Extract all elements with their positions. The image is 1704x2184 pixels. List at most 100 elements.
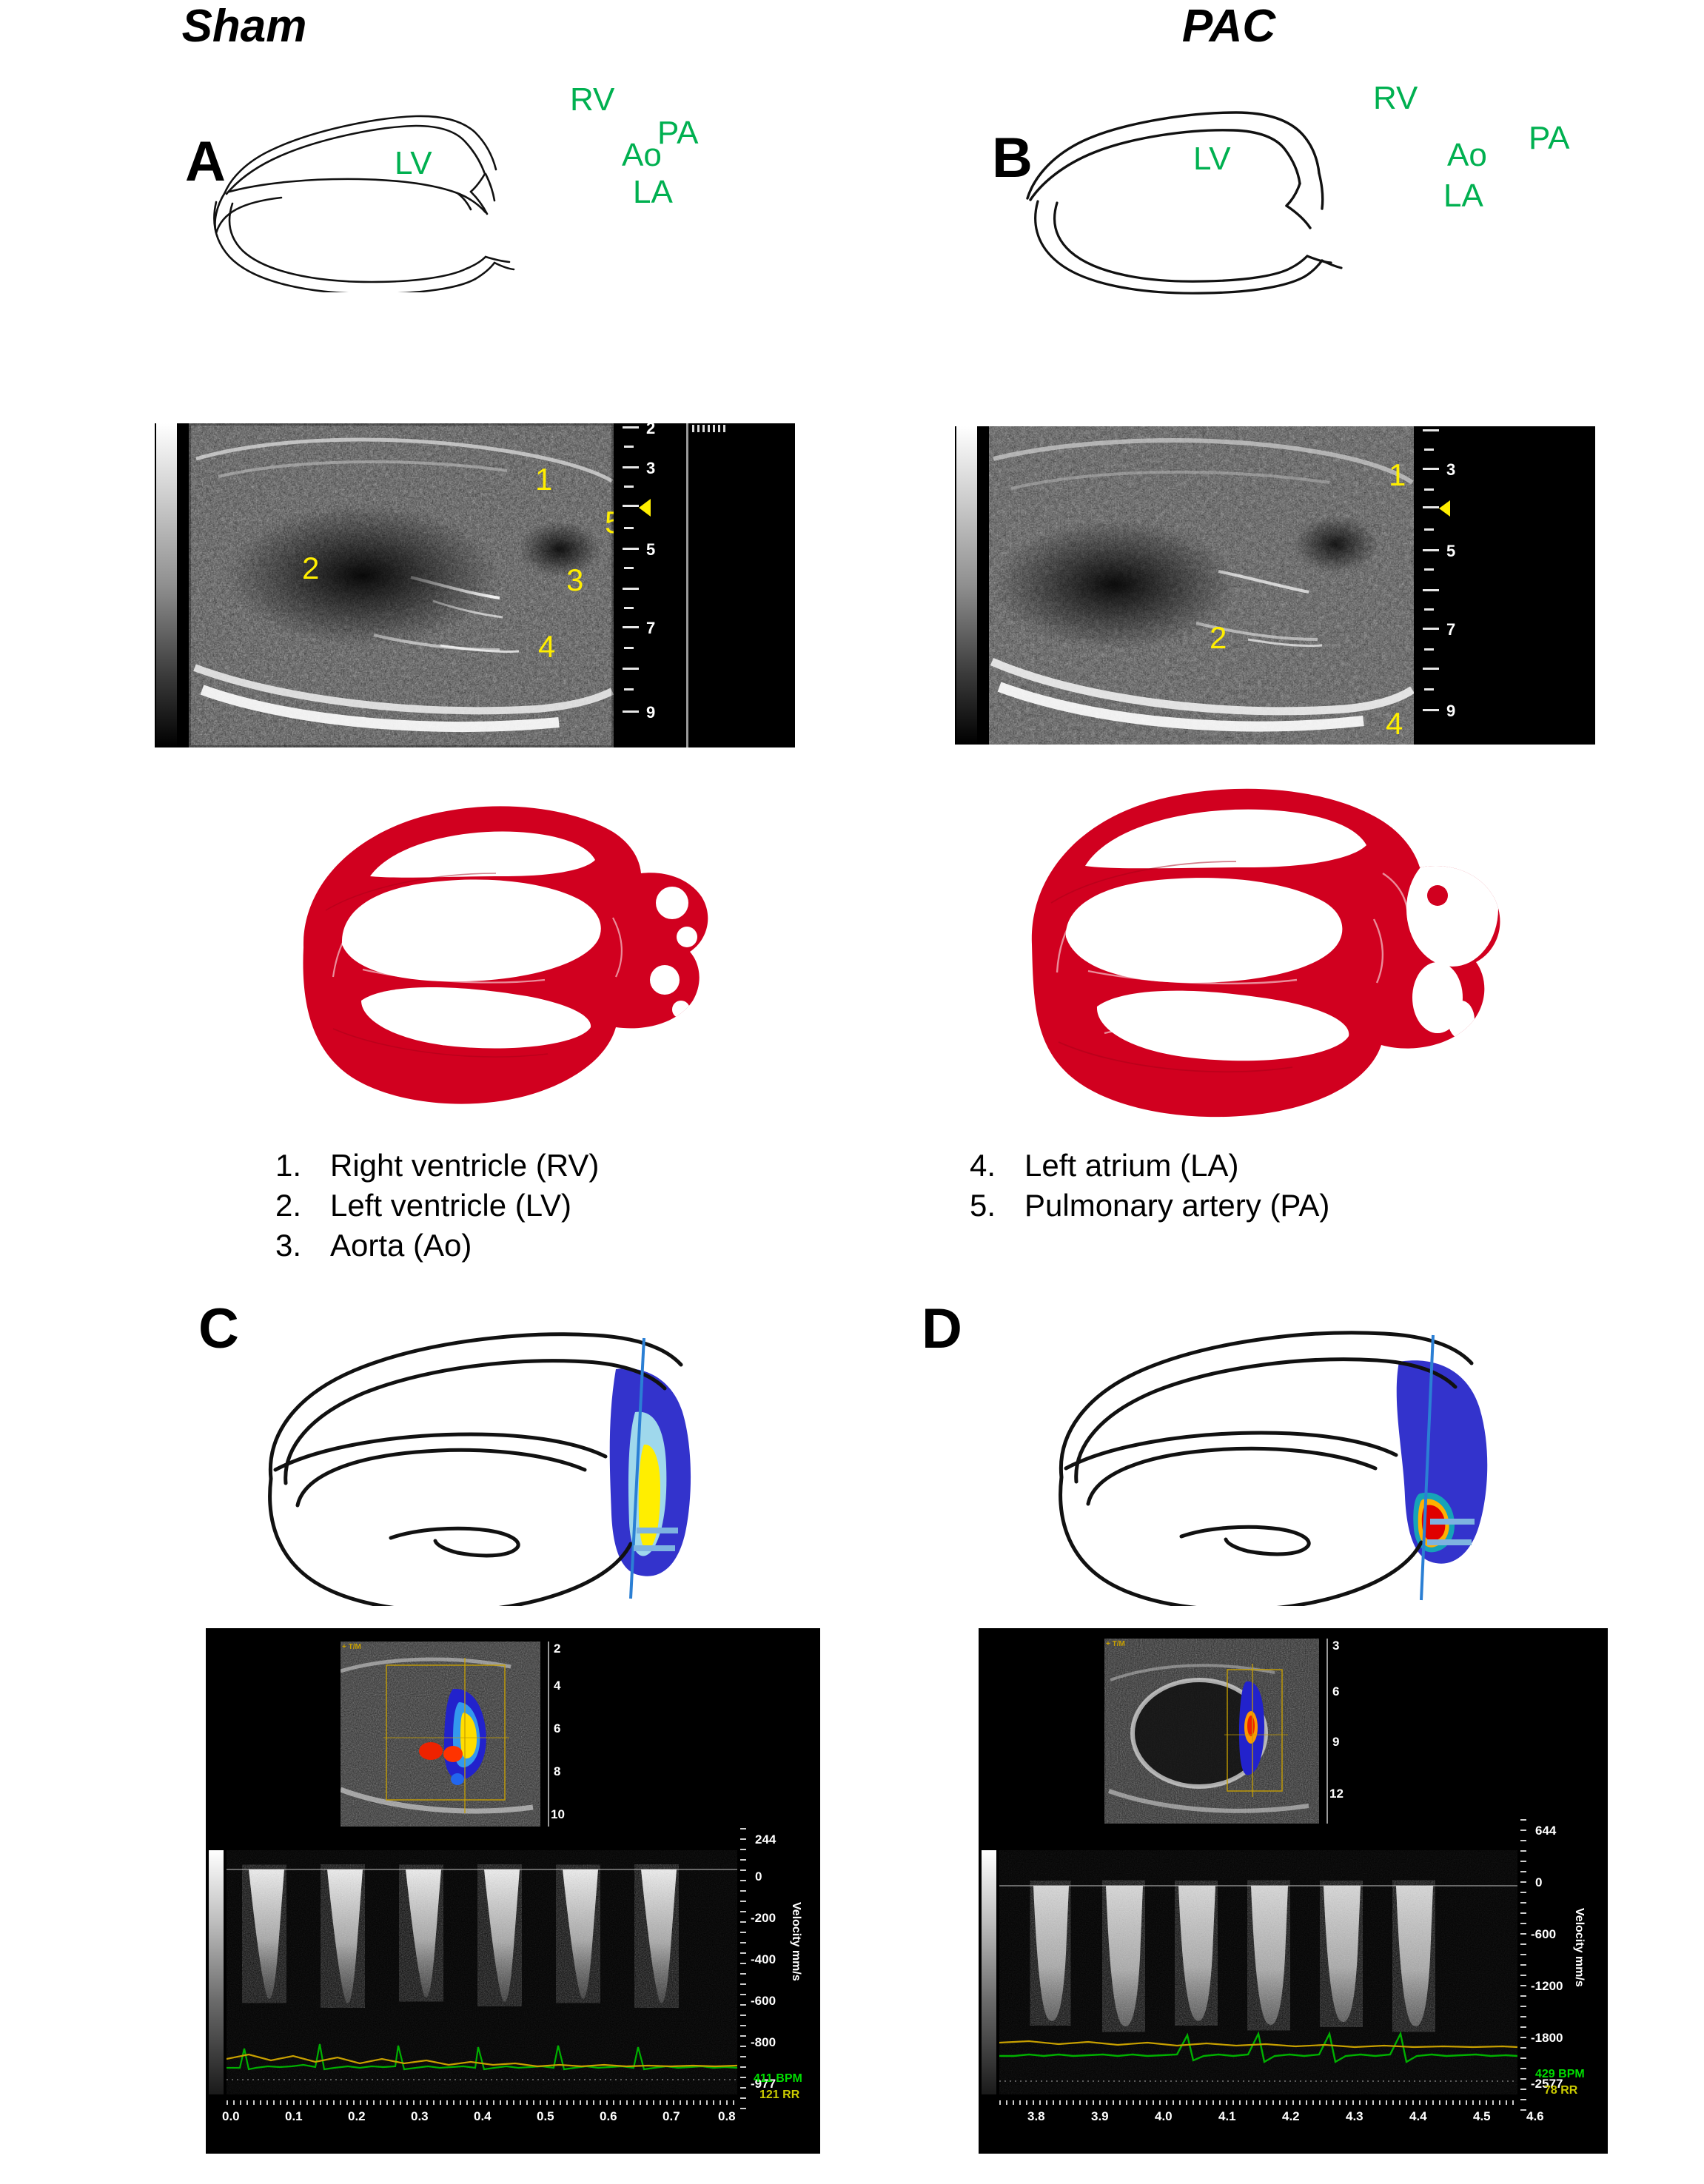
grayscale-bar: [956, 426, 977, 745]
ruler-line: [686, 423, 688, 747]
depth-tick-7: 7: [1446, 620, 1456, 639]
legend-text-5: Pulmonary artery (PA): [1024, 1187, 1330, 1223]
panel-letter-a: A: [185, 130, 226, 193]
us-annotation-2: 2: [1210, 620, 1227, 655]
us-annotation-4: 4: [538, 629, 556, 664]
velocity-tick-400: -400: [751, 1952, 776, 1966]
time-tickmarks: [227, 2100, 737, 2105]
legend-item-2: 2. Left ventricle (LV): [275, 1186, 599, 1226]
us-annotation-1: 1: [535, 462, 553, 497]
legend-left-column: 1. Right ventricle (RV) 2. Left ventricl…: [275, 1146, 599, 1265]
ruler-hatch: [692, 425, 728, 432]
legend-num-4: 4.: [970, 1148, 996, 1183]
panel-letter-c: C: [198, 1297, 239, 1360]
velocity-tickmarks: [1520, 1819, 1526, 2115]
anat-label-b-pa: PA: [1529, 120, 1570, 156]
bmode-sector: [189, 423, 614, 747]
anat-label-a-rv: RV: [570, 81, 615, 118]
depth-tick-3: 3: [1446, 460, 1456, 479]
ultrasound-image-sham: 1 5 2 3 4 2 3 5 7 9: [155, 423, 795, 747]
depth-ruler-pac: 3 5 7 9: [1414, 426, 1595, 745]
anat-label-a-ao: Ao: [622, 137, 662, 173]
velocity-tick-600: -600: [751, 1994, 776, 2008]
color-doppler-inset-sham: + T/M: [341, 1642, 540, 1827]
velocity-tickmarks: [740, 1828, 746, 2109]
anat-label-a-la: LA: [633, 174, 673, 210]
anat-label-a-pa: PA: [657, 115, 699, 151]
velocity-axis-label: Velocity mm/s: [1573, 1908, 1586, 1987]
column-title-sham: Sham: [181, 1, 307, 52]
histology-section-sham: [281, 799, 748, 1110]
anat-label-a-lv: LV: [395, 145, 432, 181]
legend-text-1: Right ventricle (RV): [330, 1148, 600, 1183]
depth-tick-7: 7: [646, 619, 656, 637]
spectral-doppler-sham: [227, 1850, 737, 2094]
us-annotation-1: 1: [1389, 457, 1406, 492]
velocity-tick-600: -600: [1531, 1927, 1557, 1941]
velocity-tick-0: 0: [755, 1869, 762, 1884]
anat-label-b-ao: Ao: [1447, 137, 1487, 173]
scan-line: [629, 1337, 645, 1599]
scan-line: [1420, 1334, 1435, 1601]
histology-section-pac: [1014, 784, 1517, 1118]
time-tickmarks: [999, 2100, 1517, 2105]
panel-letter-d: D: [922, 1297, 962, 1360]
legend-text-2: Left ventricle (LV): [330, 1187, 572, 1223]
legend-text-4: Left atrium (LA): [1024, 1148, 1239, 1183]
velocity-tick-800: -800: [751, 2035, 776, 2049]
panel-b-lv-tracing: [1022, 185, 1614, 296]
legend-num-2: 2.: [275, 1187, 302, 1223]
us-annotation-3: 3: [566, 562, 584, 597]
grayscale-bar: [156, 423, 177, 747]
depth-ruler-sham: 2 3 5 7 9: [614, 423, 795, 747]
velocity-tick-977: -977: [751, 2077, 776, 2091]
depth-tick-9: 9: [646, 703, 656, 722]
time-axis-pac: 3.8 3.9 4.0 4.1 4.2 4.3 4.4 4.5 4.6: [999, 2100, 1544, 2137]
spectral-grayscale-bar: [982, 1850, 996, 2094]
velocity-tick-244: 244: [755, 1832, 776, 1847]
legend-num-3: 3.: [275, 1227, 302, 1263]
anat-label-b-rv: RV: [1373, 80, 1418, 116]
inset-corner-label: + T/M: [342, 1643, 361, 1651]
inset-depth-ruler-pac: 3 6 9 12: [1319, 1639, 1363, 1824]
legend-item-3: 3. Aorta (Ao): [275, 1226, 599, 1266]
depth-marker-arrow: [1439, 500, 1450, 517]
ultrasound-image-pac: 1 5 2 3 4 3 5 7 9: [955, 426, 1595, 745]
bpm-readout-pac: 429 BPM: [1535, 2068, 1585, 2080]
doppler-jet-sham: [609, 1368, 691, 1576]
panel-a-heart-tracing: [200, 115, 785, 233]
panel-d-color-doppler-tracing: [1051, 1325, 1569, 1606]
panel-b-heart-tracing: [1007, 111, 1599, 237]
velocity-axis-pac: 644 0 -600 -1200 -1800 -2577 Velocity mm…: [1517, 1819, 1606, 2115]
legend-num-5: 5.: [970, 1187, 996, 1223]
depth-tick-5: 5: [1446, 542, 1456, 560]
velocity-tick-644: 644: [1535, 1824, 1557, 1838]
bmode-sector: [989, 426, 1414, 745]
legend-num-1: 1.: [275, 1148, 302, 1183]
doppler-recording-pac: + T/M 3 6 9 12: [979, 1628, 1608, 2154]
velocity-tick-2577: -2577: [1531, 2077, 1563, 2091]
panel-a-lv-tracing: [200, 189, 785, 292]
depth-tick-5: 5: [646, 540, 656, 559]
doppler-jet-pac: [1396, 1360, 1488, 1564]
rr-readout-pac: 78 RR: [1544, 2084, 1578, 2097]
legend-item-1: 1. Right ventricle (RV): [275, 1146, 599, 1186]
inset-depth-ruler-sham: 2 4 6 8 10: [540, 1642, 582, 1827]
inset-corner-label: + T/M: [1106, 1640, 1125, 1648]
spectral-doppler-pac: [999, 1850, 1517, 2094]
us-annotation-2: 2: [302, 551, 320, 585]
color-doppler-inset-pac: + T/M: [1104, 1639, 1319, 1824]
velocity-tick-1200: -1200: [1531, 1979, 1563, 1993]
spectral-grayscale-bar: [209, 1850, 224, 2094]
legend-item-4: 4. Left atrium (LA): [970, 1146, 1329, 1186]
panel-c-color-doppler-tracing: [259, 1325, 777, 1606]
velocity-axis-sham: 244 0 -200 -400 -600 -800 -977 Velocity …: [737, 1828, 819, 2109]
anat-label-b-lv: LV: [1193, 141, 1231, 177]
velocity-tick-200: -200: [751, 1911, 776, 1925]
depth-tick-9: 9: [1446, 702, 1456, 720]
panel-letter-b: B: [992, 127, 1033, 189]
depth-tick-3: 3: [646, 459, 656, 477]
rr-readout-sham: 121 RR: [759, 2089, 800, 2101]
time-axis-sham: 0.0 0.1 0.2 0.3 0.4 0.5 0.6 0.7 0.8: [222, 2100, 737, 2137]
velocity-tick-0: 0: [1535, 1875, 1543, 1889]
